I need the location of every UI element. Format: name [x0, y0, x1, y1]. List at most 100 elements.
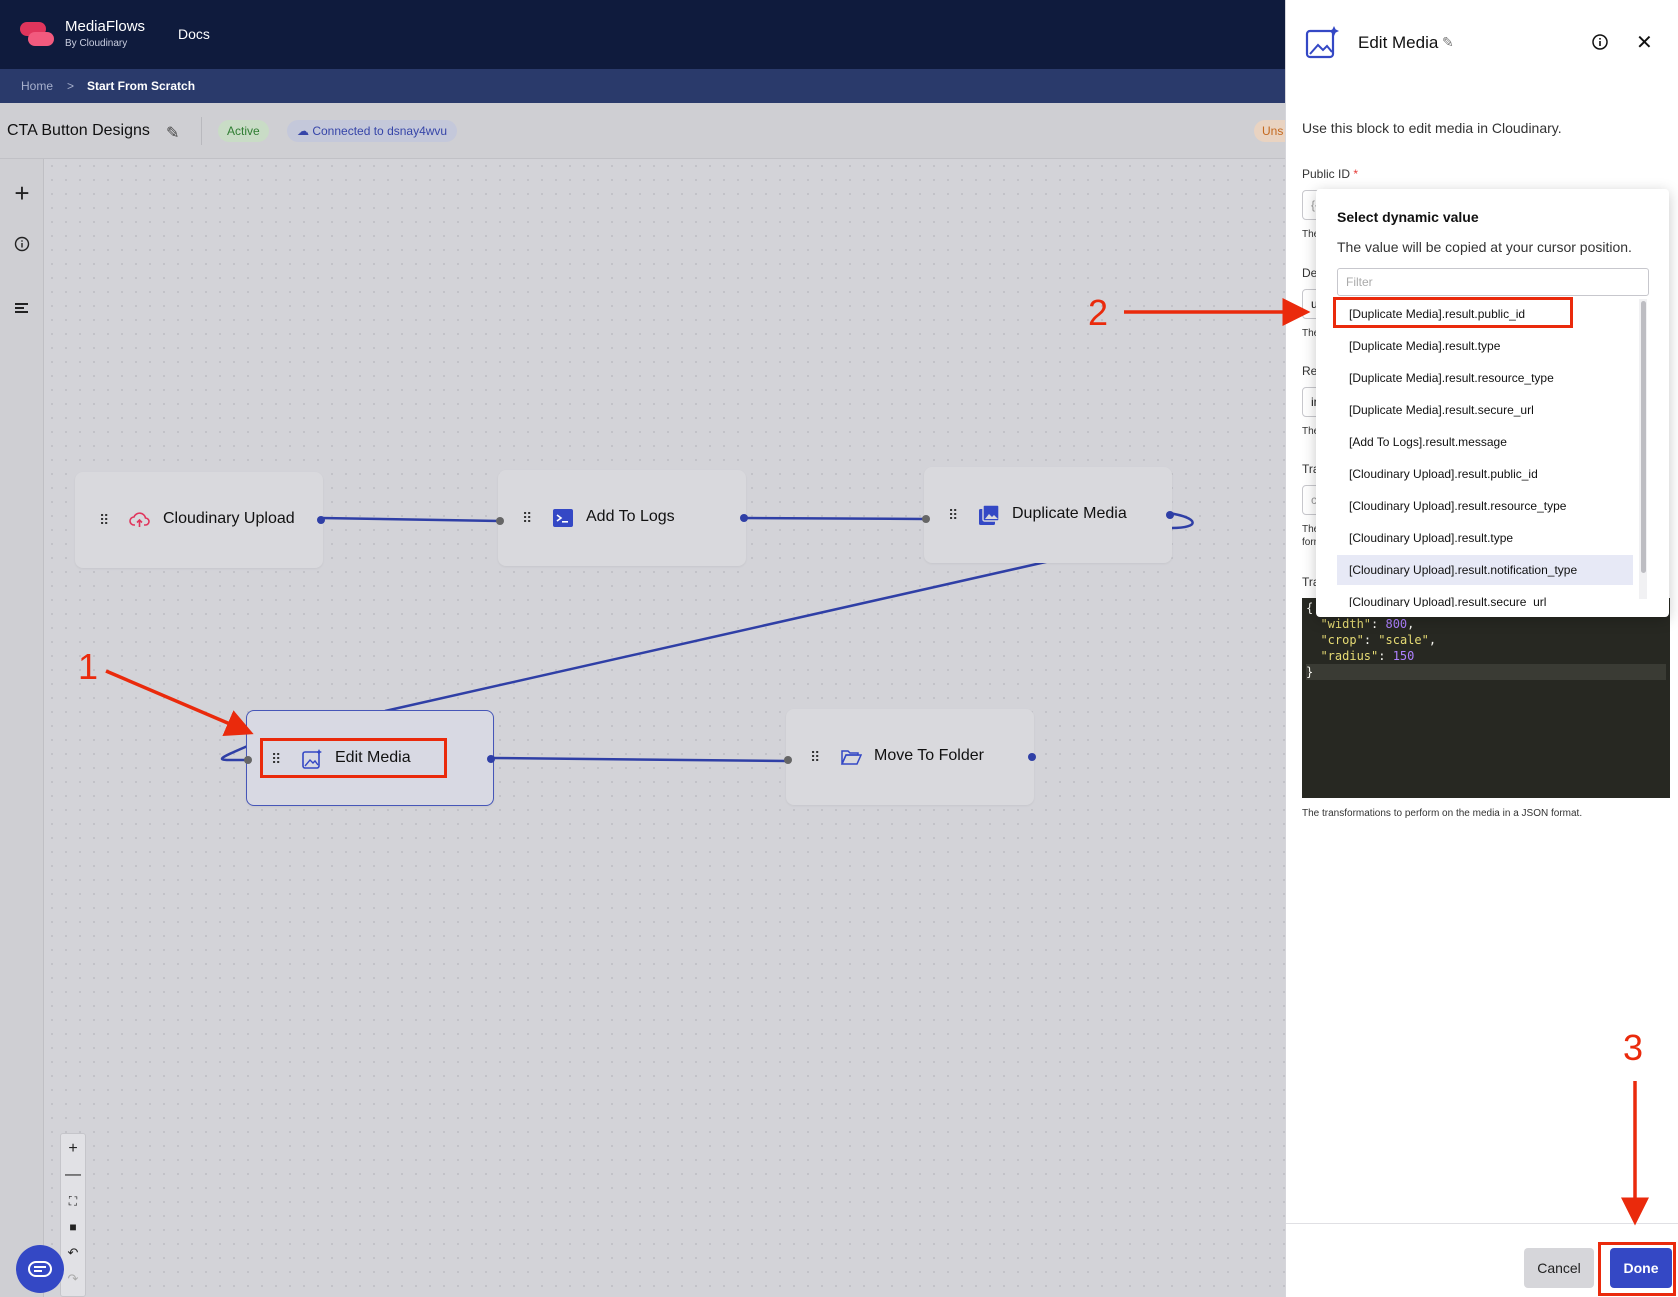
pencil-icon[interactable]: ✎	[1442, 34, 1454, 50]
output-port[interactable]	[1166, 511, 1174, 519]
code-line: "width": 800,	[1320, 617, 1415, 631]
zoom-out-button[interactable]: —	[65, 1166, 81, 1183]
top-navbar: MediaFlows By Cloudinary Docs	[0, 0, 1285, 69]
list-item[interactable]: [Duplicate Media].result.secure_url	[1349, 403, 1534, 417]
filter-input[interactable]: Filter	[1337, 268, 1649, 296]
support-icon	[28, 1261, 52, 1277]
flow-title[interactable]: CTA Button Designs	[7, 122, 150, 139]
info-button[interactable]	[8, 229, 36, 257]
panel-description: Use this block to edit media in Cloudina…	[1302, 120, 1562, 136]
help-fab-button[interactable]	[16, 1245, 64, 1293]
connection-label: Connected to dsnay4wvu	[312, 124, 448, 138]
output-port[interactable]	[740, 514, 748, 522]
node-label: Edit Media	[335, 749, 411, 766]
public-id-label: Public ID *	[1302, 167, 1358, 181]
list-item[interactable]: [Duplicate Media].result.public_id	[1349, 307, 1526, 321]
info-icon	[14, 236, 30, 251]
redo-icon[interactable]: ↷	[67, 1271, 79, 1286]
annotation-box-edit-media	[260, 738, 447, 778]
node-label: Move To Folder	[874, 747, 984, 764]
list-item[interactable]: [Cloudinary Upload].result.public_id	[1349, 467, 1538, 481]
delivery-type-help: The	[1302, 328, 1320, 339]
input-port[interactable]	[922, 515, 930, 523]
annotation-step-2: 2	[1088, 292, 1109, 333]
list-item[interactable]: [Cloudinary Upload].result.type	[1349, 531, 1514, 545]
docs-link[interactable]: Docs	[178, 26, 210, 42]
node-cloudinary-upload[interactable]: ⠿ Cloudinary Upload	[75, 472, 325, 568]
drag-handle-icon[interactable]: ⠿	[948, 507, 958, 523]
status-badge: Active	[218, 120, 269, 142]
list-item[interactable]: [Add To Logs].result.message	[1349, 435, 1507, 449]
annotation-step-3: 3	[1623, 1027, 1644, 1068]
divider	[201, 117, 202, 145]
breadcrumb-home[interactable]: Home	[21, 79, 54, 93]
zoom-in-button[interactable]: +	[68, 1140, 78, 1157]
transformation-label: Tra	[1302, 462, 1320, 476]
breadcrumb-current: Start From Scratch	[87, 79, 196, 93]
transformation-help-2: form	[1302, 537, 1322, 548]
logs-button[interactable]	[8, 293, 36, 321]
node-label: Duplicate Media	[1012, 505, 1127, 522]
cancel-button[interactable]: Cancel	[1524, 1248, 1594, 1288]
list-item[interactable]: [Duplicate Media].result.type	[1349, 339, 1501, 353]
text-lines-icon	[15, 302, 28, 313]
drag-handle-icon[interactable]: ⠿	[810, 749, 820, 765]
annotation-step-1: 1	[78, 646, 99, 687]
node-edit-media[interactable]: ⠿ Edit Media	[244, 710, 495, 806]
transformation-help: The	[1302, 524, 1320, 535]
required-mark: *	[1353, 167, 1359, 181]
images-icon	[979, 504, 1000, 525]
code-line: }	[1306, 664, 1666, 680]
input-port[interactable]	[244, 756, 252, 764]
popup-title: Select dynamic value	[1337, 209, 1479, 225]
cloud-upload-icon	[129, 512, 150, 527]
connection-badge: ☁ Connected to dsnay4wvu	[287, 120, 458, 142]
public-id-help: The	[1302, 229, 1320, 240]
output-port[interactable]	[1028, 753, 1036, 761]
output-port[interactable]	[317, 516, 325, 524]
code-line: "radius": 150	[1320, 649, 1415, 663]
mediaflows-logo[interactable]	[20, 19, 54, 49]
annotation-box-done	[1598, 1242, 1676, 1296]
node-duplicate-media[interactable]: ⠿ Duplicate Media	[922, 467, 1174, 563]
zoom-controls: + — ⛶ ■ ↶ ↷	[60, 1133, 86, 1297]
list-item[interactable]: [Cloudinary Upload].result.secure_url	[1349, 595, 1547, 607]
input-port[interactable]	[496, 517, 504, 525]
folder-open-icon	[840, 750, 862, 765]
dynamic-value-list: [Duplicate Media].result.public_id [Dupl…	[1337, 299, 1649, 607]
terminal-icon	[553, 509, 573, 527]
footer-divider	[1286, 1223, 1678, 1224]
app-name: MediaFlows	[65, 18, 146, 35]
done-button[interactable]: Done	[1610, 1248, 1672, 1288]
left-toolbar: +	[0, 159, 44, 1297]
json-editor-help: The transformations to perform on the me…	[1302, 808, 1583, 819]
undo-icon[interactable]: ↶	[67, 1245, 79, 1260]
node-move-to-folder[interactable]: ⠿ Move To Folder	[784, 709, 1036, 805]
scrollbar-thumb[interactable]	[1641, 301, 1646, 573]
output-port[interactable]	[487, 755, 495, 763]
fit-view-icon[interactable]: ⛶	[68, 1194, 78, 1208]
json-code-editor[interactable]: { "width": 800, "crop": "scale", "radius…	[1302, 598, 1670, 798]
drag-handle-icon[interactable]: ⠿	[522, 510, 532, 526]
node-label: Cloudinary Upload	[163, 510, 295, 527]
breadcrumb: Home > Start From Scratch	[0, 69, 1285, 103]
list-item[interactable]: [Duplicate Media].result.resource_type	[1349, 371, 1554, 385]
add-block-button[interactable]: +	[14, 178, 30, 208]
drag-handle-icon[interactable]: ⠿	[99, 512, 109, 528]
node-label: Add To Logs	[586, 508, 675, 525]
code-line: {	[1306, 601, 1314, 615]
lock-icon[interactable]: ■	[69, 1220, 77, 1234]
image-sparkle-icon	[1305, 26, 1339, 59]
drag-handle-icon[interactable]: ⠿	[271, 751, 281, 767]
transformations-json-label: Tra	[1302, 575, 1320, 589]
pencil-icon[interactable]: ✎	[166, 125, 180, 142]
resource-type-help: The	[1302, 426, 1320, 437]
input-port[interactable]	[784, 756, 792, 764]
node-add-to-logs[interactable]: ⠿ Add To Logs	[496, 470, 748, 566]
list-item[interactable]: [Cloudinary Upload].result.notification_…	[1337, 555, 1633, 585]
code-line: "crop": "scale",	[1320, 633, 1437, 647]
info-icon[interactable]	[1591, 33, 1609, 51]
app-subtitle: By Cloudinary	[65, 38, 128, 49]
list-item[interactable]: [Cloudinary Upload].result.resource_type	[1349, 499, 1567, 513]
close-icon[interactable]: ✕	[1636, 32, 1653, 54]
